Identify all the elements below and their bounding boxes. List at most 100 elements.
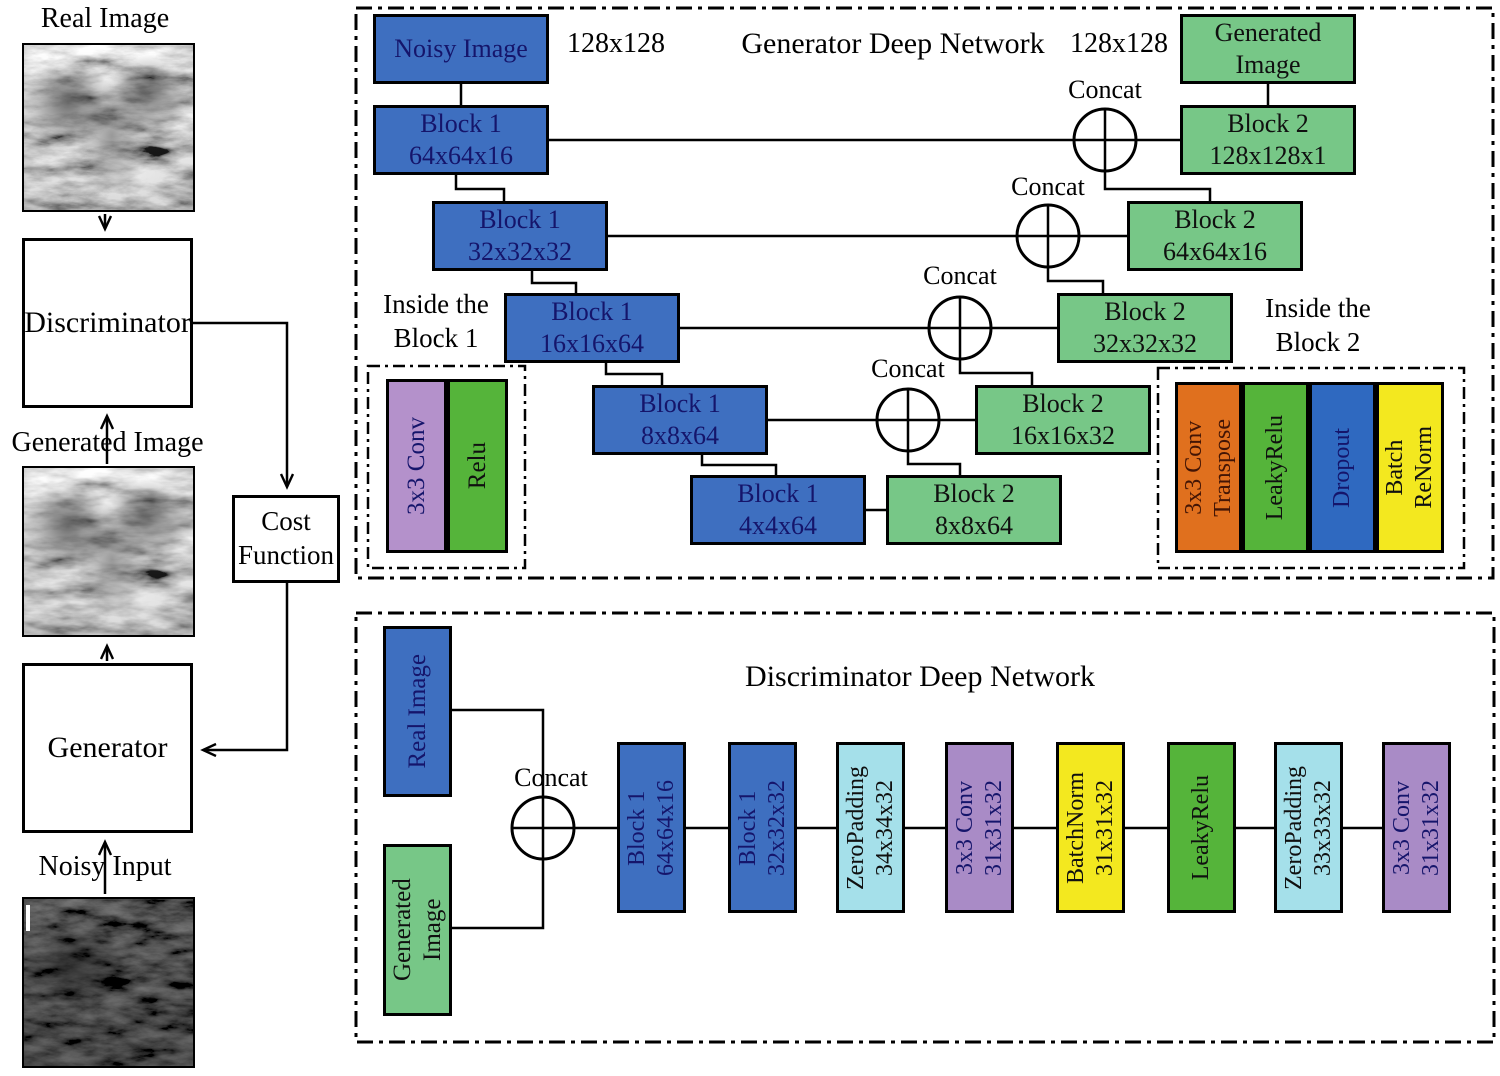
line-cost-to-generator xyxy=(203,583,289,750)
layer-label: Relu xyxy=(463,442,491,490)
concat-nodes xyxy=(510,107,1138,861)
layer-label-line1: 3x3 Conv xyxy=(1388,780,1415,875)
inside-block2-title-line2: Block 2 xyxy=(1275,326,1361,357)
decoder-block-1: Block 2 8x8x64 xyxy=(886,475,1062,545)
generated-image-block: Generated Image xyxy=(1180,14,1356,84)
layer-label-line2: 34x34x32 xyxy=(871,779,898,876)
block-size: 8x8x64 xyxy=(641,421,719,450)
encoder-block-3: Block 1 16x16x64 xyxy=(504,293,680,363)
generator-box: Generator xyxy=(22,663,193,833)
inside-block2-title-line1: Inside the xyxy=(1265,293,1371,323)
layer-label-line2: 31x31x32 xyxy=(1091,779,1118,876)
block-name: Block 1 xyxy=(420,109,502,139)
concat-node-2 xyxy=(1015,203,1081,269)
block-size: 32x32x32 xyxy=(1093,329,1197,358)
block-name: Block 1 xyxy=(551,297,633,327)
layer-label-line2: ReNorm xyxy=(1411,426,1437,509)
discriminator-layer-leakyrelu: LeakyRelu xyxy=(1167,742,1236,913)
layer-label: LeakyRelu xyxy=(1262,414,1289,521)
block-name: Block 2 xyxy=(1174,205,1256,235)
layer-label: 3x3 Conv xyxy=(402,417,430,515)
discriminator-layer-conv-2: 3x3 Conv 31x31x32 xyxy=(1382,742,1451,913)
layer-label: Dropout xyxy=(1329,427,1356,508)
inside-block1-title-line1: Inside the xyxy=(383,289,489,319)
block-name: Block 1 xyxy=(737,479,819,509)
layer-label-line1: Block 1 xyxy=(734,789,761,866)
concat-label-1: Concat xyxy=(1068,75,1142,104)
inside-block1-title: Inside the Block 1 xyxy=(356,288,516,356)
concat-label-4: Concat xyxy=(871,354,945,383)
noisy-image-block-label: Noisy Image xyxy=(394,34,528,64)
block-name: Block 2 xyxy=(933,479,1015,509)
block-name: Block 2 xyxy=(1227,109,1309,139)
concat-label-3: Concat xyxy=(923,261,997,290)
real-ultrasound-image xyxy=(22,43,195,212)
discriminator-layer-batchnorm: BatchNorm 31x31x32 xyxy=(1056,742,1125,913)
generated-image-label: Generated Image xyxy=(11,427,204,458)
block-name: Block 2 xyxy=(1104,297,1186,327)
concat-node-discriminator xyxy=(510,795,576,861)
inside-block2-dropout-layer: Dropout xyxy=(1309,382,1376,553)
layer-label-line1: 3x3 Conv xyxy=(1180,420,1207,515)
block-size: 16x16x64 xyxy=(540,329,644,358)
layer-label-line2: 31x31x32 xyxy=(1417,779,1444,876)
block-name: Block 1 xyxy=(639,389,721,419)
decoder-block-5: Block 2 128x128x1 xyxy=(1180,105,1356,175)
inside-block2-title: Inside the Block 2 xyxy=(1238,292,1398,360)
block-size: 4x4x64 xyxy=(739,511,817,540)
discriminator-layer-conv-1: 3x3 Conv 31x31x32 xyxy=(945,742,1014,913)
block-size: 8x8x64 xyxy=(935,511,1013,540)
inside-block1-relu-layer: Relu xyxy=(447,379,508,553)
encoder-block-2: Block 1 32x32x32 xyxy=(432,201,608,271)
layer-label-line1: Block 1 xyxy=(623,789,650,866)
layer-label-line2: 31x31x32 xyxy=(980,779,1007,876)
discriminator-layer-block1-64: Block 1 64x64x16 xyxy=(617,742,686,913)
layer-label-line2: 33x33x32 xyxy=(1309,779,1336,876)
input-label: Generated Image xyxy=(388,878,446,982)
layer-label-line2: 32x32x32 xyxy=(763,779,790,876)
generator-output-size: 128x128 xyxy=(1070,28,1168,59)
cost-function-box: Cost Function xyxy=(232,495,340,583)
layer-label-line1: ZeroPadding xyxy=(1280,765,1307,890)
layer-label-line1: 3x3 Conv xyxy=(951,780,978,875)
gan-flow-connectors xyxy=(105,214,287,894)
noisy-input-label: Noisy Input xyxy=(38,851,172,882)
generator-network-title: Generator Deep Network xyxy=(741,27,1045,60)
generated-ultrasound-image xyxy=(22,466,195,637)
layer-label-line1: BatchNorm xyxy=(1062,771,1089,884)
concat-node-4 xyxy=(875,387,941,453)
noisy-ultrasound-shading xyxy=(24,899,193,1066)
layer-label-line1: Batch xyxy=(1382,439,1409,496)
generator-panel-border xyxy=(354,6,1495,580)
inside-block2-leakyrelu-layer: LeakyRelu xyxy=(1242,382,1309,553)
decoder-block-4: Block 2 64x64x16 xyxy=(1127,201,1303,271)
concat-node-1 xyxy=(1072,107,1138,173)
generated-image-block-label: Generated Image xyxy=(1214,18,1322,79)
layer-label-line2: 64x64x16 xyxy=(652,779,679,876)
inside-block1-border xyxy=(366,364,527,570)
noisy-input-ultrasound-image xyxy=(22,897,195,1068)
discriminator-layer-zeropadding-34: ZeroPadding 34x34x32 xyxy=(836,742,905,913)
block-size: 32x32x32 xyxy=(468,237,572,266)
encoder-block-4: Block 1 8x8x64 xyxy=(592,385,768,455)
discriminator-layer-block1-32: Block 1 32x32x32 xyxy=(728,742,797,913)
layer-label-line1: ZeroPadding xyxy=(842,765,869,890)
decoder-block-2: Block 2 16x16x32 xyxy=(975,385,1151,455)
discriminator-box-label: Discriminator xyxy=(24,306,191,339)
layer-label-line2: Transpose xyxy=(1209,418,1236,517)
real-ultrasound-shading xyxy=(24,45,193,210)
discriminator-network-title: Discriminator Deep Network xyxy=(745,660,1095,693)
inside-block2-border xyxy=(1156,366,1466,570)
generated-ultrasound-shading xyxy=(24,468,193,635)
generator-connectors xyxy=(454,84,1270,512)
input-label: Real Image xyxy=(403,654,431,769)
line-discriminator-to-cost xyxy=(193,321,287,487)
encoder-block-1: Block 1 64x64x16 xyxy=(373,105,549,175)
generator-input-size: 128x128 xyxy=(567,28,665,59)
cost-function-label: Cost Function xyxy=(237,506,334,570)
discriminator-panel-border xyxy=(354,611,1496,1044)
generator-box-label: Generator xyxy=(47,731,168,764)
block-name: Block 1 xyxy=(479,205,561,235)
